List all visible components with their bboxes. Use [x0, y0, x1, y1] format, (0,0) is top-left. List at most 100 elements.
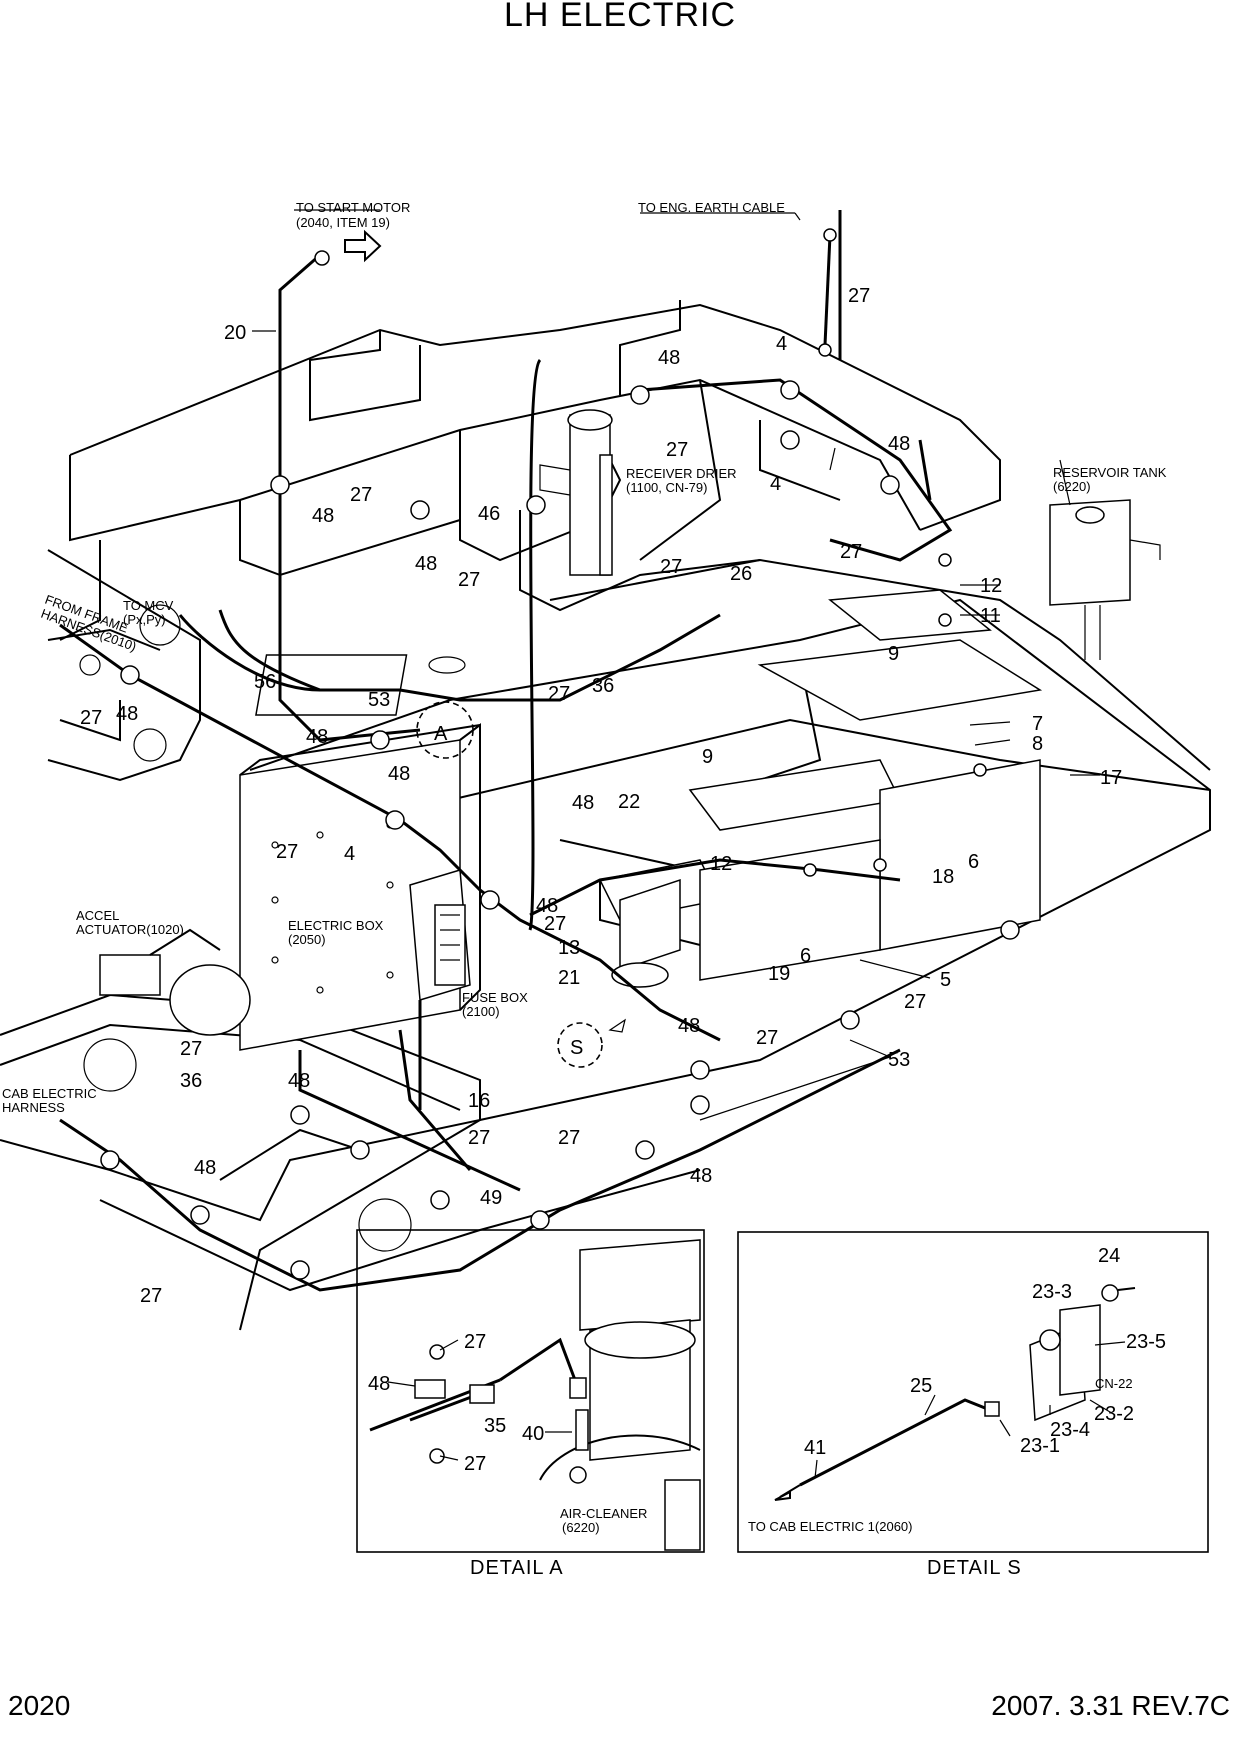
- lower-left-tray: [0, 993, 701, 1292]
- detail-a-title: DETAIL A: [470, 1557, 564, 1579]
- note-cab-harness-1: CAB ELECTRIC: [2, 1086, 97, 1101]
- callout: 7: [1032, 713, 1043, 735]
- callout: 23-1: [1020, 1435, 1060, 1457]
- note-receiver-2: (1100, CN-79): [626, 480, 707, 495]
- callout: 5: [940, 969, 951, 991]
- callout: 41: [804, 1437, 826, 1459]
- revision-label: 2007. 3.31 REV.7C: [991, 1690, 1230, 1721]
- note-cab-harness-2: HARNESS: [2, 1100, 65, 1115]
- callout: 22: [618, 791, 640, 813]
- callout: 27: [756, 1027, 778, 1049]
- callout: 48: [312, 505, 334, 527]
- callout: 48: [678, 1015, 700, 1037]
- callout: 4: [770, 473, 781, 495]
- callout: 56: [254, 671, 276, 693]
- note-receiver-1: RECEIVER DRIER: [626, 466, 737, 481]
- callout: 23-2: [1094, 1403, 1134, 1425]
- callout: 27: [904, 991, 926, 1013]
- earth-cable: [818, 228, 837, 357]
- callout: 20: [224, 322, 246, 344]
- note-electric-box-1: ELECTRIC BOX: [288, 918, 384, 933]
- callout: 48: [368, 1373, 390, 1395]
- callout: 4: [776, 333, 787, 355]
- callout: 23-5: [1126, 1331, 1166, 1353]
- callout: 27: [276, 841, 298, 863]
- callout: 27: [558, 1127, 580, 1149]
- callout: 27: [180, 1038, 202, 1060]
- detail-marker-s: S: [557, 1018, 626, 1068]
- callout: 19: [768, 963, 790, 985]
- callout: 23-4: [1050, 1419, 1090, 1441]
- detail-marker-a-label: A: [434, 723, 448, 745]
- callout: 11: [980, 605, 1001, 627]
- callout: 23-3: [1032, 1281, 1072, 1303]
- callout: 8: [1032, 733, 1043, 755]
- note-accel-1: ACCEL: [76, 908, 119, 923]
- note-start-motor-1: TO START MOTOR: [296, 200, 410, 215]
- note-cn22: CN-22: [1095, 1376, 1133, 1391]
- note-mcv-1: TO MCV: [123, 598, 174, 613]
- electric-box: [239, 723, 481, 1051]
- callout: 6: [800, 945, 811, 967]
- clamps: [100, 380, 1020, 1280]
- callout: 21: [558, 967, 580, 989]
- callout: 27: [458, 569, 480, 591]
- callout: 48: [572, 792, 594, 814]
- detail-marker-s-label: S: [570, 1037, 583, 1059]
- callout: 4: [344, 843, 355, 865]
- callout: 36: [180, 1070, 202, 1092]
- callout: 49: [480, 1187, 502, 1209]
- callout: 13: [558, 937, 580, 959]
- note-electric-box-2: (2050): [288, 932, 326, 947]
- note-start-motor-2: (2040, ITEM 19): [296, 215, 390, 230]
- callout: 27: [848, 285, 870, 307]
- callout: 12: [710, 853, 732, 875]
- callout: 27: [464, 1453, 486, 1475]
- note-reservoir-2: (6220): [1053, 479, 1091, 494]
- callout: 9: [888, 643, 899, 665]
- callout: 48: [288, 1070, 310, 1092]
- callout: 48: [306, 726, 328, 748]
- callout: 48: [888, 433, 910, 455]
- callout: 27: [548, 683, 570, 705]
- callout: 53: [368, 689, 390, 711]
- callout: 48: [194, 1157, 216, 1179]
- note-mcv-2: (Px,Py): [123, 612, 166, 627]
- note-fuse-box-2: (2100): [462, 1004, 500, 1019]
- accel-actuator: [99, 928, 251, 1036]
- leader-lines: [252, 209, 1100, 1121]
- page-number: 2020: [8, 1690, 71, 1721]
- note-reservoir-1: RESERVOIR TANK: [1053, 465, 1167, 480]
- callout: 27: [140, 1285, 162, 1307]
- callout: 36: [592, 675, 614, 697]
- callout: 17: [1100, 767, 1122, 789]
- callout: 27: [464, 1331, 486, 1353]
- callout: 27: [468, 1127, 490, 1149]
- callout: 48: [388, 763, 410, 785]
- start-motor-cable-end: [314, 229, 382, 266]
- callout: 16: [468, 1090, 490, 1112]
- note-accel-2: ACTUATOR(1020): [76, 922, 184, 937]
- page-title: LH ELECTRIC: [503, 0, 737, 34]
- wire-harness: [59, 210, 953, 1292]
- callout: 27: [666, 439, 688, 461]
- callout: 48: [658, 347, 680, 369]
- callout: 27: [544, 913, 566, 935]
- callout: 18: [932, 866, 954, 888]
- callout: 27: [80, 707, 102, 729]
- callout: 27: [350, 484, 372, 506]
- callout: 6: [968, 851, 979, 873]
- note-cab-electric: TO CAB ELECTRIC 1(2060): [748, 1519, 912, 1534]
- callout: 48: [690, 1165, 712, 1187]
- notes: TO START MOTOR (2040, ITEM 19) TO ENG. E…: [2, 200, 1167, 1535]
- callout: 48: [415, 553, 437, 575]
- callout: 46: [478, 503, 500, 525]
- callout: 40: [522, 1423, 544, 1445]
- callout: 27: [660, 556, 682, 578]
- callout: 35: [484, 1415, 506, 1437]
- detail-a-panel: [356, 1229, 705, 1553]
- callout: 27: [840, 541, 862, 563]
- detail-s-panel: [737, 1231, 1209, 1553]
- detail-marker-a: A: [416, 701, 474, 759]
